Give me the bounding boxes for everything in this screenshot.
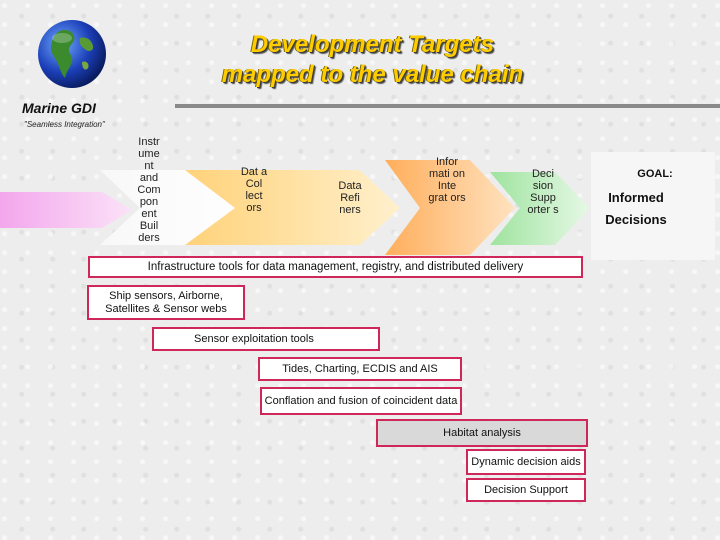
- globe-icon: [36, 18, 108, 90]
- target-decision-support-label: Decision Support: [484, 484, 568, 497]
- title-line-2: mapped to the value chain: [150, 60, 595, 90]
- chain-stage-5-label: Deci sion Supp orter s: [525, 168, 561, 216]
- goal-line-2: Decisions: [596, 212, 676, 227]
- target-tides-label: Tides, Charting, ECDIS and AIS: [282, 363, 438, 376]
- goal-line-1: Informed: [596, 190, 676, 205]
- title-line-1: Development Targets: [150, 30, 595, 60]
- target-dynamic-decision: Dynamic decision aids: [466, 449, 586, 475]
- chain-stage-3-label: Data Refi ners: [332, 180, 368, 216]
- brand-name: Marine GDI: [22, 100, 96, 116]
- target-habitat: Habitat analysis: [376, 419, 588, 447]
- page-title: Development Targets mapped to the value …: [150, 30, 595, 90]
- goal-heading: GOAL:: [600, 168, 710, 180]
- target-conflation: Conflation and fusion of coincident data: [260, 387, 462, 415]
- value-chain: [0, 150, 600, 265]
- target-sensor-exploitation-label: Sensor exploitation tools: [194, 333, 314, 346]
- chain-stage-1-shape: [0, 192, 132, 228]
- target-conflation-label: Conflation and fusion of coincident data: [265, 395, 458, 408]
- chain-stage-2-label: Dat a Col lect ors: [240, 166, 268, 214]
- chain-stage-4-label: Infor mati on Inte grat ors: [427, 156, 467, 204]
- target-sensors: Ship sensors, Airborne, Satellites & Sen…: [87, 285, 245, 320]
- target-infrastructure: Infrastructure tools for data management…: [88, 256, 583, 278]
- brand-tagline: "Seamless Integration": [24, 120, 105, 129]
- chain-stage-1-label: Instr ume nt and Com pon ent Buil ders: [134, 136, 164, 244]
- target-infrastructure-label: Infrastructure tools for data management…: [148, 261, 524, 274]
- target-tides: Tides, Charting, ECDIS and AIS: [258, 357, 462, 381]
- target-habitat-label: Habitat analysis: [443, 427, 521, 440]
- target-sensor-exploitation: Sensor exploitation tools: [152, 327, 380, 351]
- title-divider: [175, 104, 720, 108]
- target-decision-support: Decision Support: [466, 478, 586, 502]
- target-sensors-label: Ship sensors, Airborne, Satellites & Sen…: [89, 290, 243, 316]
- target-dynamic-decision-label: Dynamic decision aids: [471, 456, 580, 469]
